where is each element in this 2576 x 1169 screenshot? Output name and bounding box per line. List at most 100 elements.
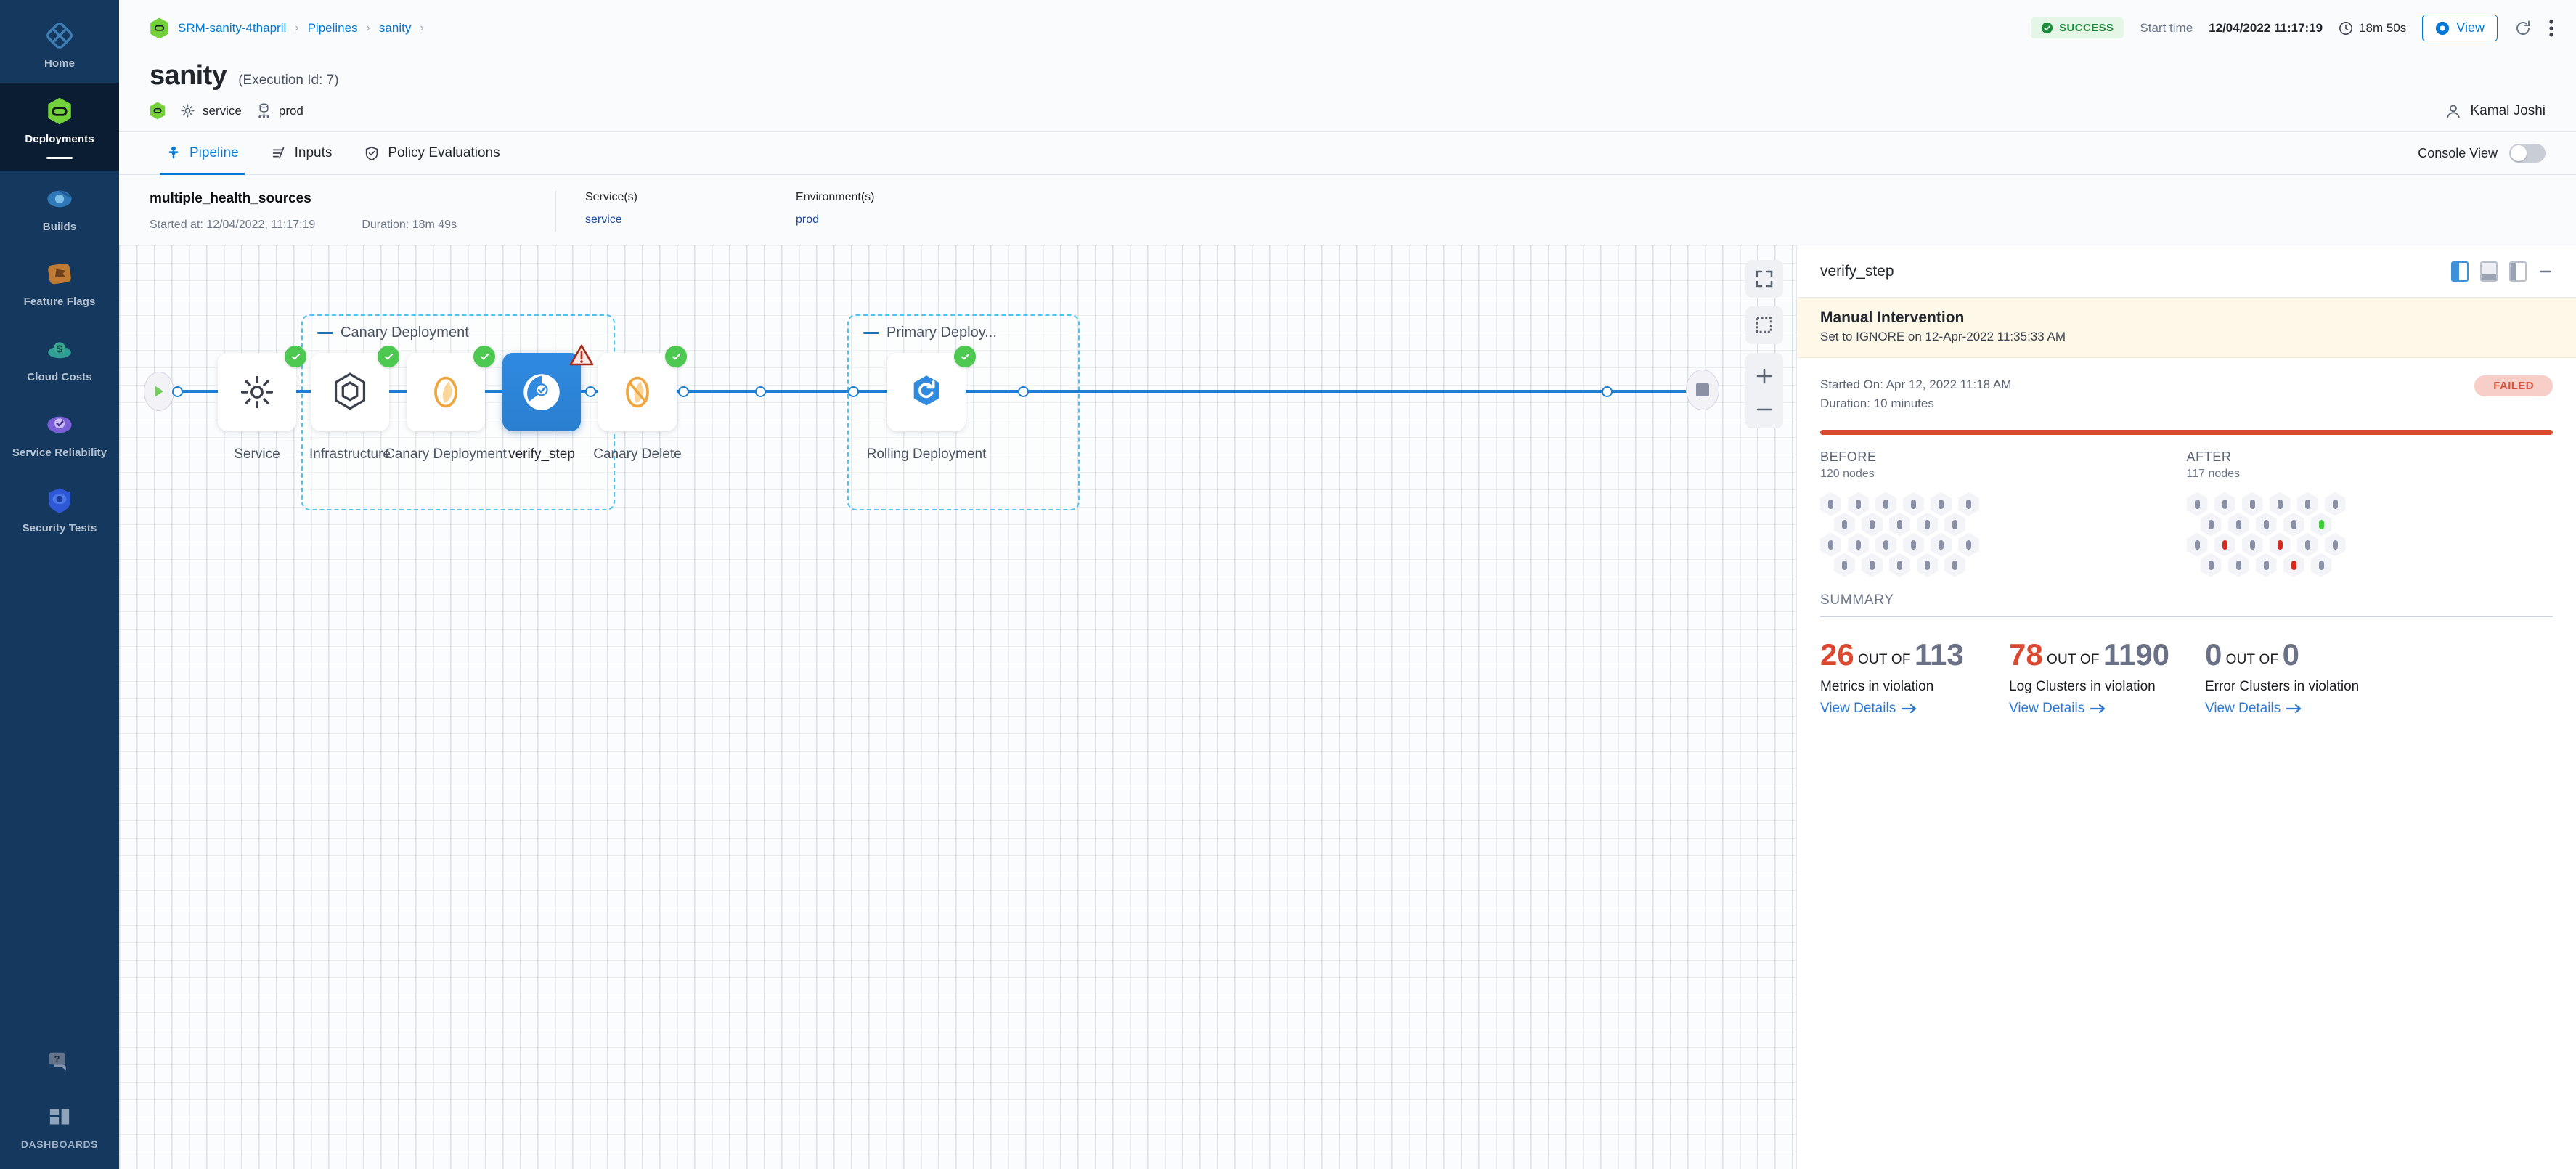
tab-inputs[interactable]: Inputs	[255, 131, 349, 175]
node-hex-dot	[2291, 519, 2296, 529]
node-hex	[1944, 553, 1965, 577]
stage-name: multiple_health_sources	[150, 191, 311, 206]
breadcrumb-item-project[interactable]: SRM-sanity-4thapril	[178, 20, 287, 35]
sidebar-item-home[interactable]: Home	[0, 7, 119, 83]
view-button[interactable]: View	[2422, 15, 2498, 41]
environments-value[interactable]: prod	[796, 213, 820, 226]
collapse-icon[interactable]	[317, 332, 333, 334]
breadcrumb-item-pipelines[interactable]: Pipelines	[307, 20, 358, 35]
console-view-toggle[interactable]	[2509, 144, 2546, 163]
tab-policy-evaluations[interactable]: Policy Evaluations	[348, 131, 515, 175]
execution-duration: Duration: 18m 49s	[362, 219, 457, 231]
panel-view-controls	[2451, 261, 2553, 282]
node-hex	[1903, 492, 1924, 516]
sidebar-item-feature-flags[interactable]: Feature Flags	[0, 245, 119, 321]
status-badge-success	[378, 346, 399, 367]
tab-pipeline[interactable]: Pipeline	[150, 131, 255, 175]
services-column: Service(s) service	[556, 191, 796, 227]
sidebar-item-builds[interactable]: Builds	[0, 171, 119, 246]
services-value[interactable]: service	[585, 213, 622, 226]
failed-status-badge: FAILED	[2474, 375, 2553, 396]
node-hex	[2283, 512, 2304, 537]
pipeline-icon	[168, 146, 179, 159]
node-hex	[2255, 512, 2277, 537]
console-view-label: Console View	[2418, 145, 2498, 160]
more-options-button[interactable]	[2548, 18, 2554, 38]
before-node-hive	[1820, 492, 2187, 577]
node-hex	[2200, 512, 2222, 537]
node-hex-dot	[1966, 539, 1971, 550]
node-hex	[2269, 532, 2291, 557]
zoom-in-icon[interactable]	[1755, 367, 1774, 386]
node-hex-dot	[2318, 560, 2324, 570]
sidebar-item-security-tests[interactable]: Security Tests	[0, 472, 119, 547]
canvas-tools	[1745, 260, 1783, 428]
node-hex-dot	[1883, 499, 1888, 509]
fit-to-screen-button[interactable]	[1745, 260, 1783, 298]
user-chip[interactable]: Kamal Joshi	[2445, 102, 2546, 120]
node-hex-dot	[2249, 499, 2255, 509]
node-hex-dot	[1939, 539, 1944, 550]
start-node[interactable]	[144, 372, 174, 411]
node-canary-delete[interactable]	[598, 353, 677, 431]
split-right-icon[interactable]	[2509, 261, 2527, 282]
sidebar-item-cloud-costs[interactable]: $ Cloud Costs	[0, 321, 119, 396]
node-hex-dot	[2291, 560, 2296, 570]
failure-progress-bar	[1820, 429, 2553, 435]
sidebar-item-label: DASHBOARDS	[20, 1139, 99, 1150]
node-rolling-deployment[interactable]	[887, 353, 966, 431]
environments-header: Environment(s)	[796, 191, 875, 203]
view-details-link[interactable]: View Details	[2205, 701, 2302, 717]
node-hex	[2241, 532, 2263, 557]
step-details-panel: verify_step	[1796, 245, 2576, 1169]
node-hex	[1958, 532, 1979, 557]
end-node[interactable]	[1686, 370, 1719, 410]
view-details-link[interactable]: View Details	[1820, 701, 1917, 717]
sidebar-item-dashboards[interactable]: DASHBOARDS	[0, 1088, 119, 1169]
node-hex-dot	[2263, 519, 2269, 529]
node-hex	[1889, 553, 1910, 577]
execution-summary-times: Started at: 12/04/2022, 11:17:19 Duratio…	[150, 219, 526, 232]
zoom-out-icon[interactable]	[1755, 404, 1774, 415]
refresh-button[interactable]	[2514, 19, 2532, 38]
node-hex	[2310, 512, 2332, 537]
status-badge-success	[954, 346, 976, 367]
sidebar-item-deployments[interactable]: Deployments	[0, 82, 119, 171]
node-hex-dot	[1842, 519, 1847, 529]
module-hex-icon	[150, 102, 166, 120]
node-hex	[1889, 512, 1910, 537]
page-title: sanity	[150, 60, 227, 91]
service-reliability-icon	[47, 416, 72, 433]
node-hex	[2186, 492, 2208, 516]
node-canary-deployment[interactable]	[407, 353, 485, 431]
node-service[interactable]	[218, 353, 296, 431]
service-chip[interactable]: service	[180, 103, 242, 118]
dashboards-icon	[49, 1109, 70, 1125]
run-duration: Duration: 10 minutes	[1820, 396, 1934, 411]
help-button[interactable]: ?	[0, 1033, 119, 1088]
node-hex-dot	[1897, 519, 1902, 529]
environment-chip[interactable]: prod	[256, 102, 303, 119]
select-area-button[interactable]	[1745, 306, 1783, 344]
view-details-link[interactable]: View Details	[2009, 701, 2106, 717]
node-verify-step[interactable]	[502, 353, 581, 431]
collapse-icon[interactable]	[863, 332, 879, 334]
breadcrumb: SRM-sanity-4thapril › Pipelines › sanity…	[150, 17, 424, 39]
split-bottom-icon[interactable]	[2480, 261, 2498, 282]
security-tests-icon	[49, 487, 70, 513]
start-time-value: 12/04/2022 11:17:19	[2209, 20, 2323, 35]
node-infrastructure[interactable]	[311, 353, 389, 431]
sidebar-item-service-reliability[interactable]: Service Reliability	[0, 396, 119, 472]
split-left-icon[interactable]	[2451, 261, 2469, 282]
node-hex-dot	[1911, 539, 1916, 550]
node-hex-dot	[2222, 499, 2227, 509]
minimize-icon[interactable]	[2538, 264, 2553, 279]
breadcrumb-item-pipeline[interactable]: sanity	[378, 20, 412, 35]
top-bar: SRM-sanity-4thapril › Pipelines › sanity…	[119, 0, 2576, 56]
database-icon	[258, 103, 269, 118]
node-hex	[1875, 492, 1896, 516]
top-bar-right: SUCCESS Start time 12/04/2022 11:17:19 1…	[2031, 15, 2554, 41]
pipeline-canvas[interactable]: Canary Deployment Primary Deploy...	[119, 245, 1796, 1169]
status-badge-success	[285, 346, 306, 367]
manual-intervention-banner: Manual Intervention Set to IGNORE on 12-…	[1797, 298, 2576, 358]
